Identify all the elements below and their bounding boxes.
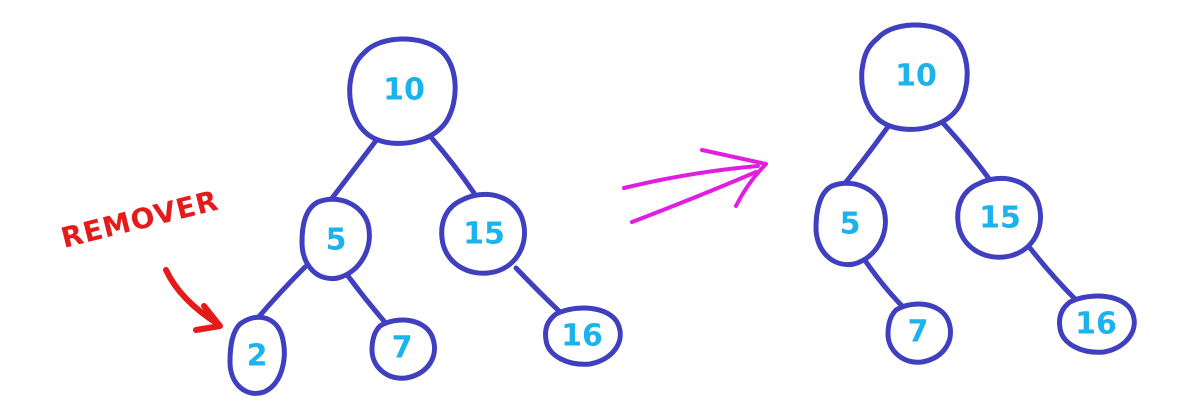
node-circle	[813, 180, 888, 268]
node-label: 2	[247, 339, 268, 374]
after-tree: 10 5 15 7 16	[813, 22, 1137, 365]
edge-5-7	[859, 253, 909, 313]
after-node-7: 7	[885, 301, 953, 365]
node-label: 5	[840, 207, 861, 242]
edge-15-16	[1027, 245, 1079, 303]
before-node-5: 5	[299, 196, 372, 282]
node-circle	[955, 175, 1043, 260]
node-label: 5	[326, 223, 347, 258]
edge-15-16	[513, 265, 563, 315]
before-node-10: 10	[347, 36, 458, 146]
after-node-10: 10	[859, 22, 970, 132]
node-label: 7	[392, 331, 413, 366]
edge-5-7	[345, 273, 393, 331]
node-label: 16	[1075, 307, 1117, 342]
node-circle	[859, 22, 970, 132]
node-circle	[439, 191, 527, 276]
before-node-2: 2	[227, 314, 287, 396]
node-label: 7	[908, 315, 929, 350]
after-node-5: 5	[813, 180, 888, 268]
node-circle	[299, 196, 372, 282]
remove-label: REMOVER	[58, 184, 222, 255]
edge-10-15	[939, 119, 993, 183]
remove-annotation: REMOVER	[58, 184, 223, 333]
before-node-15: 15	[439, 191, 527, 276]
before-node-16: 16	[543, 305, 623, 367]
node-circle	[227, 314, 287, 396]
node-circle	[543, 305, 623, 367]
double-arrow-right-icon	[622, 148, 768, 224]
before-tree: 10 5 15 2 7 16	[227, 36, 623, 396]
after-node-16: 16	[1057, 293, 1137, 355]
node-label: 10	[383, 73, 425, 108]
node-circle	[1057, 293, 1137, 355]
edge-10-15	[427, 133, 477, 196]
node-circle	[369, 317, 437, 381]
node-label: 15	[979, 201, 1021, 236]
node-label: 10	[895, 59, 937, 94]
node-circle	[347, 36, 458, 146]
node-circle	[885, 301, 953, 365]
node-label: 15	[463, 217, 505, 252]
curved-arrow-icon	[163, 267, 223, 333]
after-node-15: 15	[955, 175, 1043, 260]
before-node-7: 7	[369, 317, 437, 381]
node-label: 16	[561, 319, 603, 354]
edge-5-2	[253, 264, 308, 323]
